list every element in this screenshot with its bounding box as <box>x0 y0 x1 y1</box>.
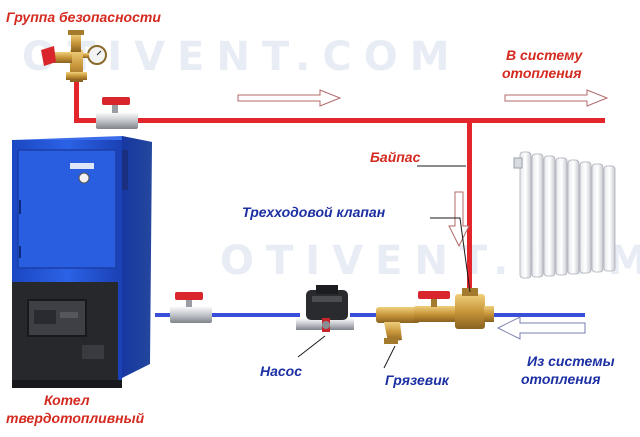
strainer <box>376 307 420 344</box>
supply-valve-handle <box>102 97 130 105</box>
mixing-ball-valve <box>414 291 458 322</box>
return-valve-handle <box>175 292 203 300</box>
radiator-section <box>567 159 580 275</box>
radiator-section <box>579 161 592 274</box>
bypass-pipe <box>467 118 472 296</box>
label-boiler-line2: твердотопливный <box>6 410 145 426</box>
radiator-section <box>591 163 604 273</box>
label-to-heating-line1: В систему <box>506 47 583 63</box>
label-bypass: Байпас <box>370 149 421 165</box>
relief-valve-cap <box>41 46 56 66</box>
leader-strainer <box>383 345 396 369</box>
safety-riser-pipe <box>74 80 79 120</box>
mixing-valve-handle <box>418 291 450 299</box>
flow-arrow-supply-1 <box>237 89 342 107</box>
boiler-thermometer <box>78 172 90 184</box>
leader-three-way-valve <box>430 217 471 293</box>
return-pipe-inlet <box>490 313 585 317</box>
relief-valve <box>50 52 72 63</box>
leader-lines <box>297 165 471 369</box>
return-pipes <box>155 313 585 317</box>
radiator-plug <box>513 157 523 169</box>
radiator-section <box>555 157 568 276</box>
flow-arrow-bypass <box>448 191 470 248</box>
boiler-brand-plate <box>70 163 94 169</box>
pump-terminal-box <box>316 285 338 294</box>
return-ball-valve <box>170 292 212 323</box>
safety-group <box>41 30 107 82</box>
air-vent <box>71 34 81 52</box>
flow-arrow-supply-2 <box>504 89 609 107</box>
radiator <box>513 151 616 279</box>
supply-ball-valve <box>96 97 138 129</box>
radiator-section <box>519 151 532 279</box>
leader-pump <box>297 335 326 358</box>
supply-main-pipe <box>74 118 605 123</box>
return-pipe-boiler <box>155 313 300 317</box>
label-from-heating-line2: отопления <box>521 371 601 387</box>
radiator-section <box>543 155 556 277</box>
label-pump: Насос <box>260 363 303 379</box>
label-safety-group: Группа безопасности <box>6 9 161 25</box>
label-from-heating-line1: Из системы <box>527 353 615 369</box>
radiator-section <box>603 165 616 272</box>
three-way-valve-body <box>455 288 494 329</box>
supply-pipes <box>74 80 605 296</box>
label-three-way-valve: Трехходовой клапан <box>242 204 386 220</box>
boiler-ash-door <box>82 345 104 359</box>
label-boiler-line1: Котел <box>44 392 90 408</box>
solid-fuel-boiler <box>12 136 152 388</box>
return-pipe-pump-strainer <box>350 313 380 317</box>
flow-arrow-return <box>496 316 586 340</box>
radiator-section <box>531 153 544 278</box>
label-to-heating-line2: отопления <box>502 65 582 81</box>
label-strainer: Грязевик <box>385 372 449 388</box>
circulation-pump <box>296 285 354 332</box>
